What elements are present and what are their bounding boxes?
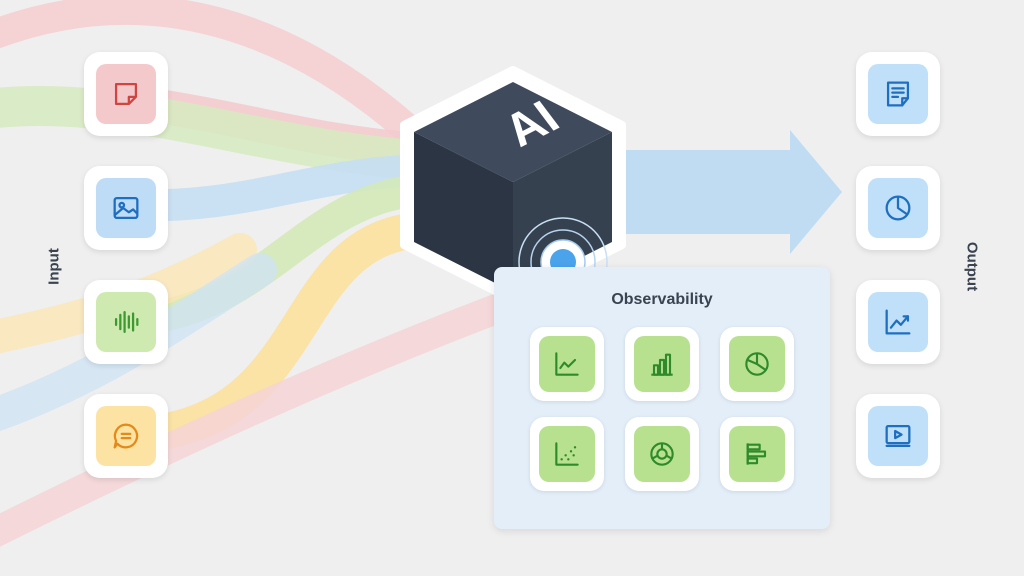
- obs-tile-line[interactable]: [530, 327, 604, 401]
- output-arrow: [600, 130, 842, 254]
- obs-tile-pie-bg: [729, 336, 785, 392]
- output-tile-document[interactable]: [856, 52, 940, 136]
- pie-chart-icon: [745, 352, 769, 376]
- bar-chart-icon: [651, 353, 673, 376]
- obs-tile-hbar-bg: [729, 426, 785, 482]
- input-tile-image[interactable]: [84, 166, 168, 250]
- obs-tile-bar-bg: [634, 336, 690, 392]
- chat-bubble-icon: [113, 423, 139, 449]
- output-tile-pie[interactable]: [856, 166, 940, 250]
- obs-tile-scatter[interactable]: [530, 417, 604, 491]
- input-tile-note-bg: [96, 64, 156, 124]
- input-tile-audio-bg: [96, 292, 156, 352]
- input-tile-note[interactable]: [84, 52, 168, 136]
- video-player-icon: [885, 424, 911, 448]
- stream-red-top: [0, 0, 435, 155]
- cube-left-face: [414, 132, 513, 292]
- obs-tile-donut-bg: [634, 426, 690, 482]
- horizontal-bar-chart-icon: [746, 443, 767, 465]
- output-tile-video-bg: [868, 406, 928, 466]
- obs-tile-bar[interactable]: [625, 327, 699, 401]
- obs-tile-line-bg: [539, 336, 595, 392]
- output-tile-pie-bg: [868, 178, 928, 238]
- cube-right-face: [513, 132, 612, 292]
- obs-tile-hbar[interactable]: [720, 417, 794, 491]
- input-tile-chat-bg: [96, 406, 156, 466]
- observability-panel: Observability: [494, 267, 830, 529]
- input-tile-audio[interactable]: [84, 280, 168, 364]
- output-tile-document-bg: [868, 64, 928, 124]
- observability-title: Observability: [611, 291, 713, 308]
- trend-chart-icon: [885, 309, 911, 335]
- output-label: Output: [963, 241, 981, 292]
- input-tile-chat[interactable]: [84, 394, 168, 478]
- stream-green-top: [0, 85, 440, 180]
- obs-tile-scatter-bg: [539, 426, 595, 482]
- output-tile-video[interactable]: [856, 394, 940, 478]
- pie-chart-icon: [885, 195, 911, 221]
- output-tile-trend[interactable]: [856, 280, 940, 364]
- image-icon: [113, 196, 139, 220]
- input-label: Input: [45, 248, 63, 285]
- output-tile-trend-bg: [868, 292, 928, 352]
- line-chart-icon: [555, 352, 579, 376]
- donut-chart-icon: [650, 442, 674, 466]
- ai-cube: AI: [400, 66, 626, 304]
- obs-tile-pie[interactable]: [720, 327, 794, 401]
- input-tile-image-bg: [96, 178, 156, 238]
- sticky-note-icon: [114, 82, 138, 106]
- audio-waveform-icon: [114, 310, 139, 334]
- obs-tile-donut[interactable]: [625, 417, 699, 491]
- scatter-plot-icon: [555, 442, 579, 466]
- document-icon: [886, 81, 910, 107]
